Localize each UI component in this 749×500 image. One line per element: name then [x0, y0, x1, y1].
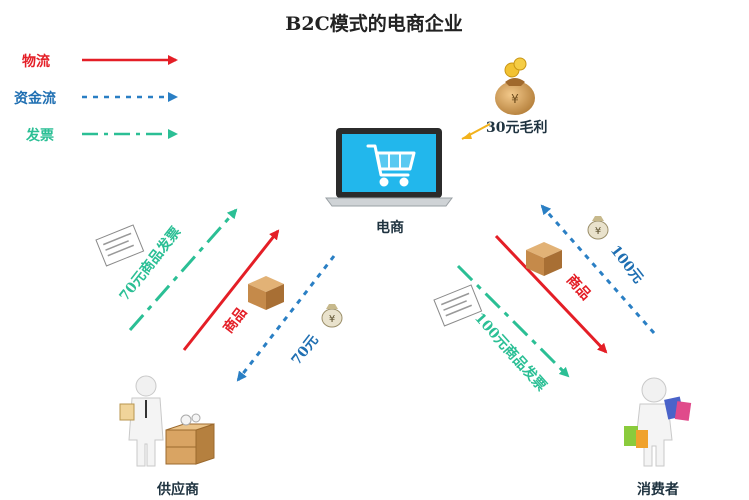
- goods-arrow-supplier: [182, 229, 280, 351]
- legend-cashflow-label: 资金流: [14, 90, 56, 107]
- svg-text:¥: ¥: [329, 314, 335, 325]
- money-bag-icon: ¥: [495, 57, 535, 115]
- invoice-document-icon: [433, 284, 483, 327]
- invoice-label-consumer: 100元商品发票: [471, 309, 550, 394]
- goods-label-consumer: 商品: [563, 271, 594, 303]
- consumer-figure-icon: [624, 377, 692, 467]
- money-label-supplier: 70元: [289, 332, 322, 368]
- legend-logistics-label: 物流: [22, 53, 50, 70]
- diagram-title: B2C模式的电商企业: [285, 12, 462, 35]
- laptop-icon: [325, 128, 453, 207]
- invoice-arrow-supplier: [128, 208, 238, 331]
- profit-pointer-head: [462, 132, 472, 139]
- supplier-label: 供应商: [156, 481, 199, 498]
- svg-text:¥: ¥: [595, 226, 601, 237]
- supplier-figure-icon: [119, 375, 215, 467]
- legend: 物流 资金流 发票: [14, 53, 178, 144]
- goods-label-supplier: 商品: [220, 304, 251, 337]
- money-bag-icon: ¥: [321, 304, 343, 328]
- consumer-label: 消费者: [637, 481, 679, 498]
- shopping-cart-icon: [366, 144, 416, 187]
- profit-label: 30元毛利: [486, 119, 547, 136]
- ecommerce-label: 电商: [376, 219, 404, 236]
- money-label-consumer: 100元: [607, 243, 646, 287]
- legend-invoice-label: 发票: [25, 127, 54, 144]
- goods-arrow-consumer: [494, 234, 608, 354]
- package-box-icon: [526, 242, 562, 276]
- invoice-arrow-consumer: [456, 264, 570, 378]
- invoice-document-icon: [95, 224, 145, 267]
- svg-text:¥: ¥: [511, 92, 519, 106]
- money-arrow-supplier: [236, 255, 336, 382]
- package-box-icon: [248, 276, 284, 310]
- money-bag-icon: ¥: [587, 216, 609, 240]
